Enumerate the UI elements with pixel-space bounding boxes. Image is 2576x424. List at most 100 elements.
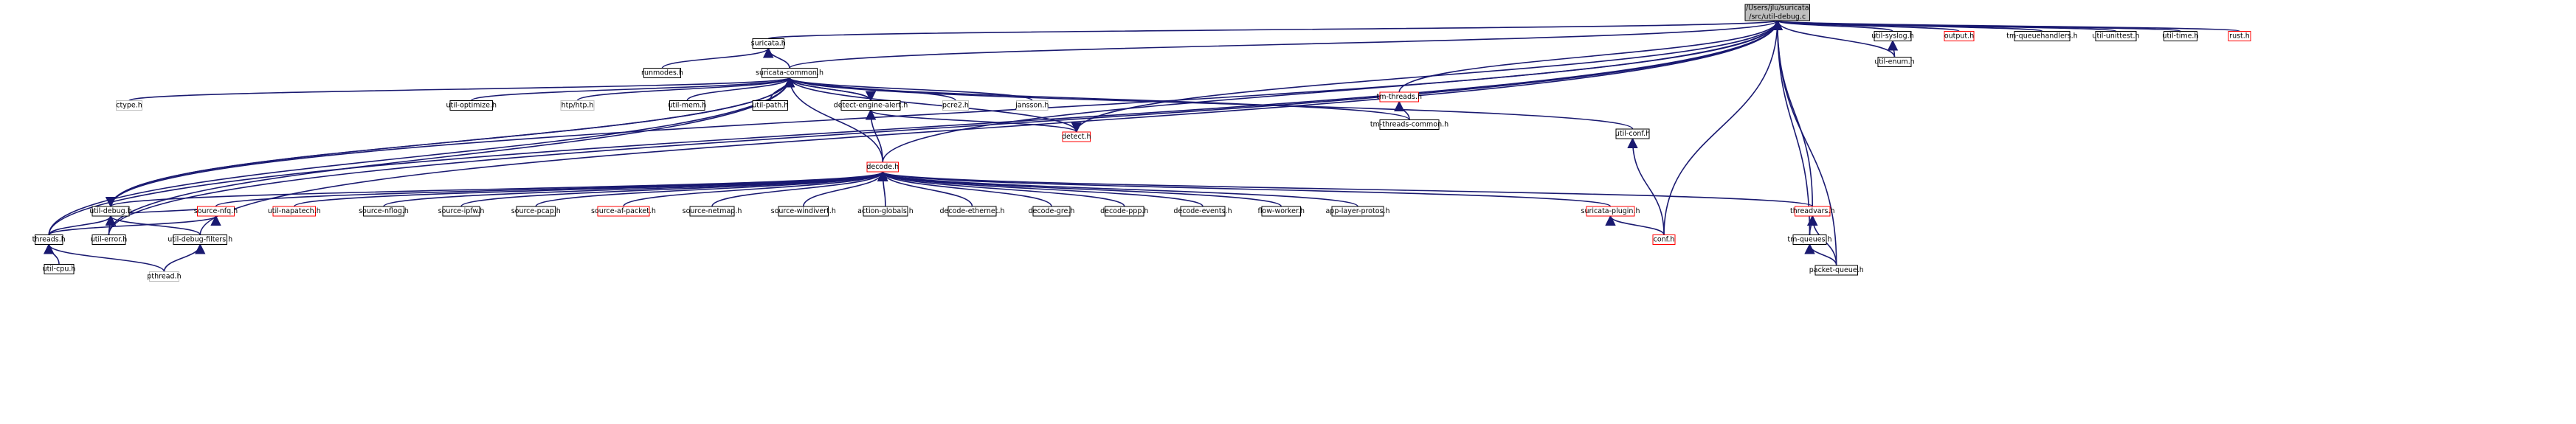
node-suricata_plugin_h[interactable]: suricata-plugin.h [1581,206,1640,217]
node-source_ipfw_h[interactable]: source-ipfw.h [438,206,485,217]
node-label: util-napatech.h [268,207,321,215]
node-util_path_h[interactable]: util-path.h [752,100,788,111]
node-box [2095,31,2137,41]
node-label: decode-gre.h [1029,207,1075,215]
node-label: util-debug-filters.h [168,236,232,244]
node-threads_h[interactable]: threads.h [32,234,66,245]
node-pcre2_h[interactable]: pcre2.h [942,100,969,111]
node-htp_h[interactable]: htp/htp.h [560,100,595,111]
node-threadvars_h[interactable]: threadvars.h [1790,206,1834,217]
node-box [1814,265,1858,276]
node-util_enum_h[interactable]: util-enum.h [1874,57,1915,67]
edge-suricata_common_h-to-util_conf_h [784,77,1634,130]
node-label: ctype.h [116,102,142,110]
node-decode_events_h[interactable]: decode-events.h [1173,206,1232,217]
node-rust_h[interactable]: rust.h [2228,31,2251,41]
node-tm_threads_h[interactable]: tm-threads.h [1376,91,1422,102]
edge-util_debug_h-to-util_debug_filters_h [105,215,201,235]
node-source_pcap_h[interactable]: source-pcap.h [511,206,561,217]
node-box [442,206,480,217]
edge-suricata_h-to-suricata_common_h [763,47,790,69]
node-source_netmap_h[interactable]: source-netmap.h [683,206,742,217]
edge-suricata_common_h-to-util_optimize_h [470,77,795,102]
node-label: detect-engine-alert.h [834,102,908,110]
node-util_unittest_h[interactable]: util-unittest.h [2092,31,2140,41]
node-label: util-enum.h [1874,58,1915,66]
node-label: flow-worker.h [1257,207,1305,215]
node-tm_queuehandlers_h[interactable]: tm-queuehandlers.h [2006,31,2078,41]
node-util_time_h[interactable]: util-time.h [2163,31,2199,41]
node-util_debug_filters_h[interactable]: util-debug-filters.h [168,234,232,245]
node-box [516,206,556,217]
node-runmodes_h[interactable]: runmodes.h [641,68,683,78]
node-label: util-time.h [2163,32,2199,41]
node-source_windivert_h[interactable]: source-windivert.h [771,206,836,217]
node-jansson_h[interactable]: jansson.h [1015,100,1049,111]
edge-decode_h-to-source_netmap_h [711,170,888,207]
node-box [1874,31,1912,41]
edge-suricata_common_h-to-util_error_h [108,77,795,235]
edge-root-to-util_error_h [108,19,1783,235]
node-tm_queues_h[interactable]: tm-queues.h [1787,234,1832,245]
node-box [840,100,901,111]
edge-suricata_common_h-to-jansson_h [784,77,1033,102]
node-label: util-cpu.h [43,265,76,274]
node-util_conf_h[interactable]: util-conf.h [1615,128,1650,139]
edge-suricata_common_h-to-threads_h [48,77,795,235]
node-action_globals_h[interactable]: action-globals.h [857,206,914,217]
node-util_optimize_h[interactable]: util-optimize.h [446,100,497,111]
node-ctype_h[interactable]: ctype.h [116,100,142,111]
node-suricata_common_h[interactable]: suricata-common.h [756,68,823,78]
node-decode_h[interactable]: decode.h [866,161,899,173]
node-label: source-nfq.h [194,207,238,215]
node-box [116,100,142,111]
node-label: app-layer-protos.h [1325,207,1389,215]
node-util_syslog_h[interactable]: util-syslog.h [1871,31,1914,41]
nodes-layer: /Users/jlu/suricata/src/util-debug.c suri… [32,4,2251,282]
node-box [91,206,130,217]
node-box [752,38,784,49]
node-label: suricata-common.h [756,69,823,77]
node-box [560,100,595,111]
edge-decode_h-to-source_pcap_h [535,170,888,207]
node-tm_threads_common_h[interactable]: tm-threads-common.h [1370,119,1448,130]
node-util_cpu_h[interactable]: util-cpu.h [43,264,76,274]
node-box [597,206,650,217]
node-source_nflog_h[interactable]: source-nflog.h [359,206,409,217]
node-box [1105,206,1144,217]
edge-detect_engine_alert_h-to-detect_h [866,109,1077,133]
node-source_nfq_h[interactable]: source-nfq.h [194,206,238,217]
node-app_layer_protos_h[interactable]: app-layer-protos.h [1325,206,1390,217]
node-label: util-debug.h [89,207,131,215]
edge-decode_h-to-app_layer_protos_h [877,170,1358,207]
node-label: pthread.h [147,273,181,281]
node-util_mem_h[interactable]: util-mem.h [668,100,706,111]
node-util_napatech_h[interactable]: util-napatech.h [268,206,321,217]
node-box [197,206,235,217]
node-flow_worker_h[interactable]: flow-worker.h [1257,206,1305,217]
node-decode_ethernet_h[interactable]: decode-ethernet.h [939,206,1005,217]
edge-root-to-util_debug_filters_h [199,19,1783,235]
node-label: decode.h [866,163,899,171]
node-output_h[interactable]: output.h [1944,31,1975,41]
node-util_error_h[interactable]: util-error.h [91,234,128,245]
node-label: source-ipfw.h [438,207,485,215]
edge-root-to-decode_h [882,19,1783,163]
node-label: runmodes.h [641,69,683,77]
edge-threads_h-to-pthread_h [44,243,165,272]
node-pthread_h[interactable]: pthread.h [147,271,182,282]
node-packet_queue_h[interactable]: packet-queue.h [1809,265,1864,276]
node-conf_h[interactable]: conf.h [1652,234,1676,245]
node-source_af_packet_h[interactable]: source-af-packet.h [591,206,656,217]
node-root[interactable]: /Users/jlu/suricata/src/util-debug.c [1744,4,1810,21]
node-decode_gre_h[interactable]: decode-gre.h [1029,206,1075,217]
node-util_debug_h[interactable]: util-debug.h [89,206,132,217]
node-detect_h[interactable]: detect.h [1062,131,1091,142]
node-decode_ppp_h[interactable]: decode-ppp.h [1100,206,1148,217]
node-box [778,206,829,217]
edge-root-to-packet_queue_h [1772,19,1837,266]
node-box [1379,91,1419,102]
node-detect_engine_alert_h[interactable]: detect-engine-alert.h [834,100,908,111]
node-suricata_h[interactable]: suricata.h [751,38,786,49]
edge-decode_h-to-source_ipfw_h [460,170,888,207]
